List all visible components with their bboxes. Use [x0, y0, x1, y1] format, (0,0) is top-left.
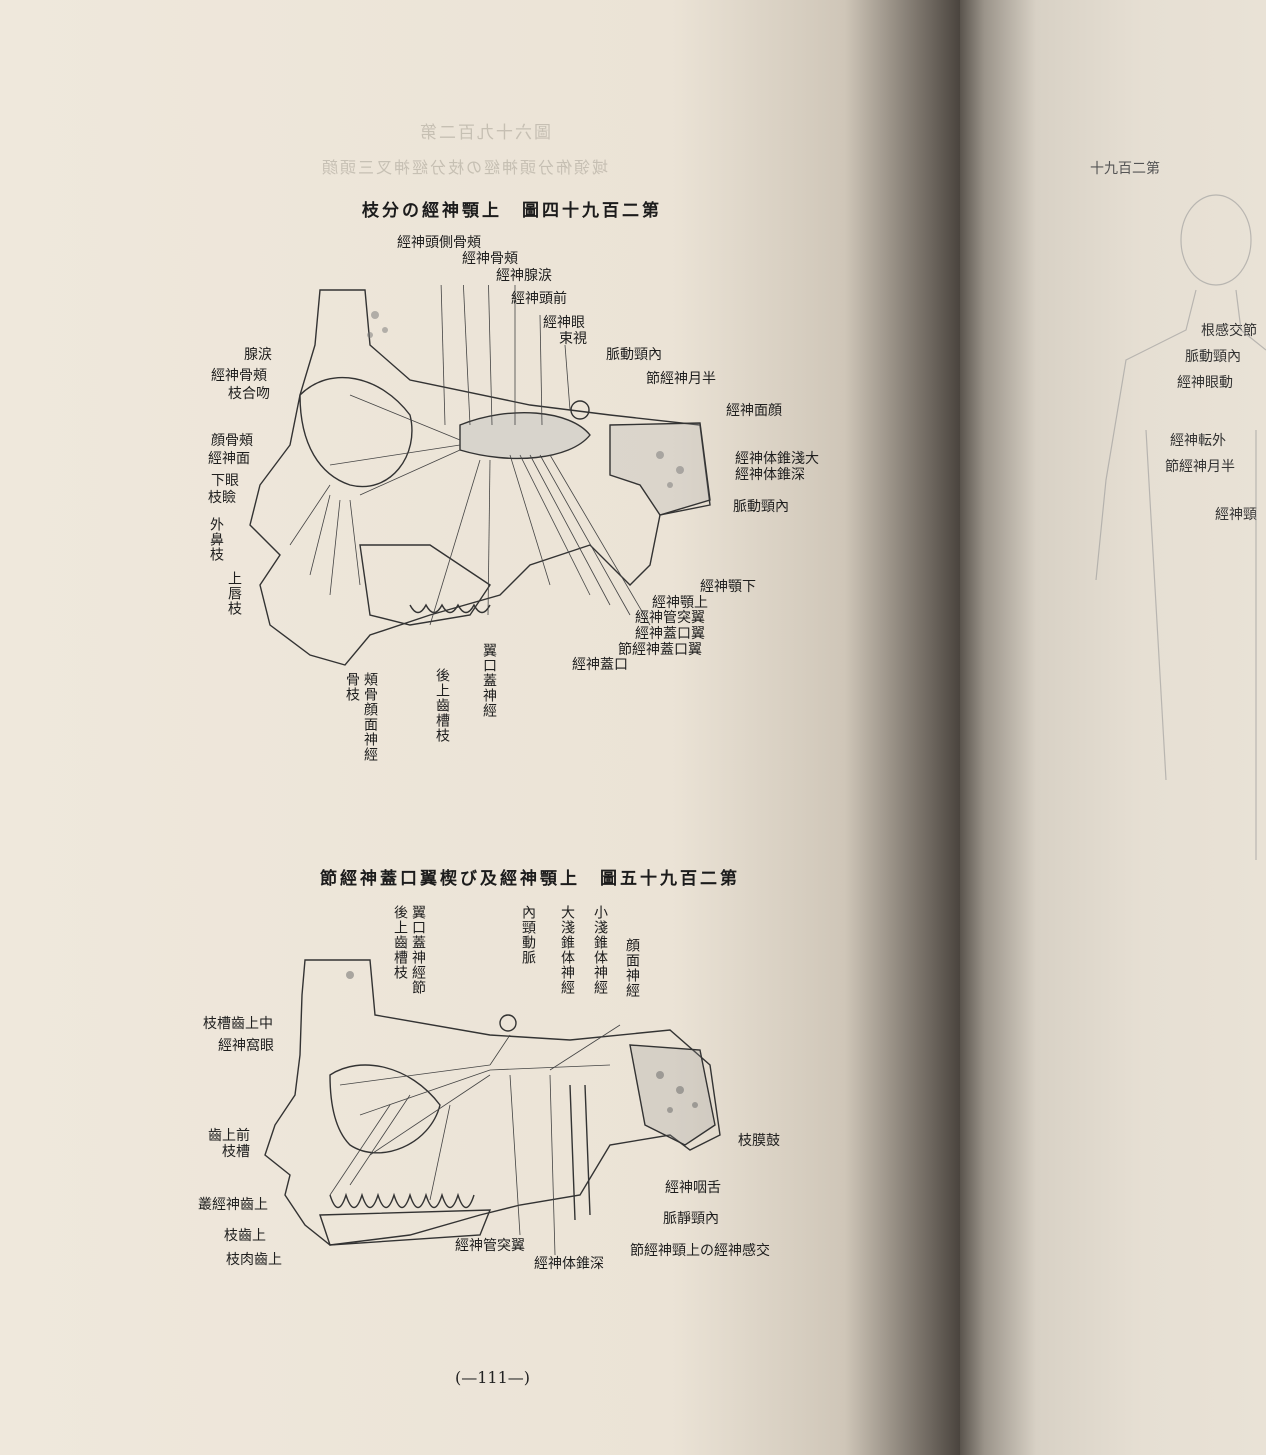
petrous2 — [629, 1044, 716, 1146]
label2-superior-gingival: 上齒肉枝 — [226, 1252, 282, 1268]
label2-glossopharyngeal: 舌咽神經 — [665, 1180, 721, 1196]
label-facial-n2: 面神經 — [208, 451, 250, 467]
right-label-2: 內頸動脈 — [1185, 349, 1241, 365]
label-external-nasal: 外鼻枝 — [208, 517, 224, 562]
right-label-6: 頸神經 — [1215, 507, 1257, 523]
label-mandibular: 下顎神經 — [700, 579, 756, 595]
label2-tympanic: 鼓膜枝 — [738, 1133, 780, 1149]
label-semilunar: 半月神經節 — [646, 371, 716, 387]
label2-anterior-sup-alveolar: 前上齒槽枝 — [208, 1128, 250, 1160]
bleed-through-title: 圖六十九百二第 — [418, 123, 551, 143]
right-label-1: 節交感根 — [1201, 323, 1257, 339]
label2-infraorbital: 眼窩神經 — [218, 1038, 274, 1054]
label-maxillary: 上顎神經 — [652, 595, 708, 611]
label2-sphenopalatine: 翼口蓋神經節 — [410, 905, 426, 995]
label-infraorbital: 眼下 — [211, 473, 239, 489]
carotid-section — [570, 400, 590, 420]
right-label-3: 動眼神經 — [1177, 375, 1233, 391]
label-deep-petrosal: 深錐体神經 — [735, 467, 805, 483]
ganglion-body — [459, 412, 591, 460]
label-pterygopalatine: 翼口蓋神經 — [635, 626, 705, 642]
petrous-bone — [609, 422, 711, 516]
label2-pterygoid-canal: 翼突管神經 — [455, 1238, 525, 1254]
label-posterior-superior-alveolar: 後上齒槽枝 — [434, 668, 450, 743]
label-greater-superficial-petrosal: 大淺錐体神經 — [735, 451, 819, 467]
tooth-row2 — [329, 1192, 475, 1209]
label-facial-right: 顔面神經 — [726, 403, 782, 419]
skull2-outline — [264, 959, 721, 1246]
page-number: (—111—) — [455, 1368, 531, 1387]
label-frontal: 前頭神經 — [511, 291, 567, 307]
label-lacrimal-gland: 涙腺 — [244, 347, 272, 363]
orbit-outline — [299, 376, 413, 488]
figure2-illustration — [264, 959, 721, 1256]
label-zygomatic-left: 頰骨神經 — [211, 368, 267, 384]
label2-deep-petrosal: 深錐体神經 — [534, 1256, 604, 1272]
label-ophthalmic: 眼神經 — [543, 315, 585, 331]
label-internal-carotid: 內頸動脈 — [606, 347, 662, 363]
label-zygo-facial: 頰骨顔 — [211, 433, 253, 449]
label2-post-sup-alveolar: 後上齒槽枝 — [392, 905, 408, 980]
tooth-row — [409, 603, 491, 614]
jugular-vessel — [569, 1084, 591, 1221]
bleed-through-subtitle: 域領佈分頭神經の枝分經神叉三頭顔 — [320, 158, 609, 177]
label-palpebral: 瞼枝 — [208, 490, 236, 506]
carotid2-section — [499, 1014, 517, 1032]
right-page — [960, 0, 1266, 1455]
label-zygomatic: 頰骨神經 — [462, 251, 518, 267]
label-palatine: 口蓋神經 — [572, 657, 628, 673]
skull-outline — [249, 289, 711, 666]
left-page — [0, 0, 960, 1455]
figure1-illustration — [249, 285, 711, 666]
label-lacrimal-nerve: 涙腺神經 — [496, 268, 552, 284]
label-pterygopalatine-ganglion: 翼口蓋神經節 — [618, 642, 702, 658]
label2-superior-dental-plexus: 上齒神經叢 — [198, 1197, 268, 1213]
label2-internal-carotid: 內頸動脈 — [520, 905, 536, 965]
label-pterygoid-canal: 翼突管神經 — [635, 610, 705, 626]
label-zygomaticofacial-vertical: 頰骨顔面神經 — [362, 672, 378, 762]
label2-internal-jugular: 內頸靜脈 — [663, 1211, 719, 1227]
label-superior-labial: 上唇枝 — [226, 571, 242, 616]
label2-lesser-petrosal: 小淺錐体神經 — [592, 905, 608, 995]
maxilla-outline — [359, 544, 491, 626]
orbit2-outline — [329, 1064, 441, 1154]
figure1-title: 第二百九十四圖 上顎神經の分枝 — [362, 201, 662, 221]
gingiva2 — [319, 1209, 492, 1246]
label2-facial: 顔面神經 — [624, 938, 640, 998]
label2-greater-petrosal: 大淺錐体神經 — [559, 905, 575, 995]
label2-superior-dental-branch: 上齒枝 — [224, 1228, 266, 1244]
label-zygomaticotemporal: 頰骨側頭神經 — [397, 235, 481, 251]
right-label-5: 半月神經節 — [1165, 459, 1235, 475]
label-optic: 視束 — [559, 331, 587, 347]
label2-sympathetic: 交感神經の上頸神經節 — [630, 1243, 770, 1259]
label-internal-carotid-right: 內頸動脈 — [733, 499, 789, 515]
right-label-4: 外転神經 — [1170, 433, 1226, 449]
label-zygomatic-branch-vertical: 骨枝 — [344, 672, 360, 702]
right-page-title: 第二百九十 — [1090, 161, 1160, 177]
label-pterygopalatine-vertical: 翼口蓋神經 — [481, 643, 497, 718]
label-anastomotic: 吻合枝 — [228, 386, 270, 402]
figure2-title: 第二百九十五圖 上顎神經及び楔翼口蓋神經節 — [320, 869, 740, 889]
label2-middle-sup-alveolar: 中上齒槽枝 — [203, 1016, 273, 1032]
right-body-figure — [1095, 194, 1266, 860]
